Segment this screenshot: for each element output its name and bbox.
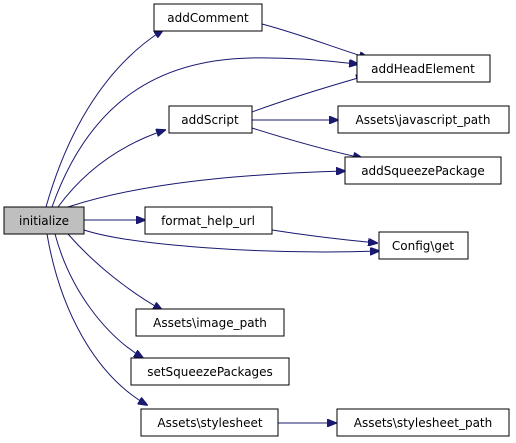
node-stylesheet_path-label: Assets\stylesheet_path: [354, 416, 492, 430]
edge-addScript-addHeadElement: [251, 76, 365, 113]
edge-addComment-addHeadElement: [261, 23, 368, 58]
node-addHeadElement-label: addHeadElement: [371, 62, 475, 76]
node-addHeadElement[interactable]: addHeadElement: [356, 54, 491, 83]
node-addComment[interactable]: addComment: [153, 3, 263, 32]
node-image_path-label: Assets\image_path: [153, 316, 267, 330]
node-javascript_path-label: Assets\javascript_path: [356, 113, 491, 127]
nodes: initialize addComment addHeadElement add…: [3, 3, 510, 437]
node-addSqueezePackage-label: addSqueezePackage: [361, 164, 485, 178]
node-addScript-label: addScript: [181, 113, 239, 127]
node-image_path[interactable]: Assets\image_path: [135, 308, 285, 337]
edge-initialize-addComment: [45, 30, 163, 208]
edges: [45, 23, 379, 423]
node-addComment-label: addComment: [167, 11, 249, 25]
edge-initialize-addSqueezePackage: [67, 171, 345, 208]
edge-initialize-addScript: [57, 130, 165, 208]
node-stylesheet_path[interactable]: Assets\stylesheet_path: [336, 408, 510, 437]
edge-initialize-stylesheet: [46, 233, 147, 405]
edge-initialize-setSqueezePackages: [54, 233, 143, 358]
node-javascript_path[interactable]: Assets\javascript_path: [337, 105, 510, 134]
node-stylesheet-label: Assets\stylesheet: [157, 416, 262, 430]
edge-initialize-addHeadElement: [51, 57, 358, 208]
edge-initialize-image_path: [67, 233, 162, 310]
edge-addScript-addSqueezePackage: [251, 127, 362, 158]
node-initialize[interactable]: initialize: [3, 206, 85, 235]
node-stylesheet[interactable]: Assets\stylesheet: [140, 408, 279, 437]
node-format_help_url[interactable]: format_help_url: [144, 206, 273, 235]
node-format_help_url-label: format_help_url: [161, 214, 255, 228]
node-config_get[interactable]: Config\get: [378, 231, 469, 260]
node-initialize-label: initialize: [19, 214, 69, 228]
node-setSqueezePackages-label: setSqueezePackages: [147, 365, 273, 379]
node-setSqueezePackages[interactable]: setSqueezePackages: [130, 357, 290, 386]
edge-initialize-config_get: [83, 229, 379, 252]
node-config_get-label: Config\get: [392, 239, 455, 253]
edge-format_help_url-config_get: [271, 229, 377, 243]
node-addScript[interactable]: addScript: [168, 105, 253, 134]
node-addSqueezePackage[interactable]: addSqueezePackage: [344, 156, 502, 185]
